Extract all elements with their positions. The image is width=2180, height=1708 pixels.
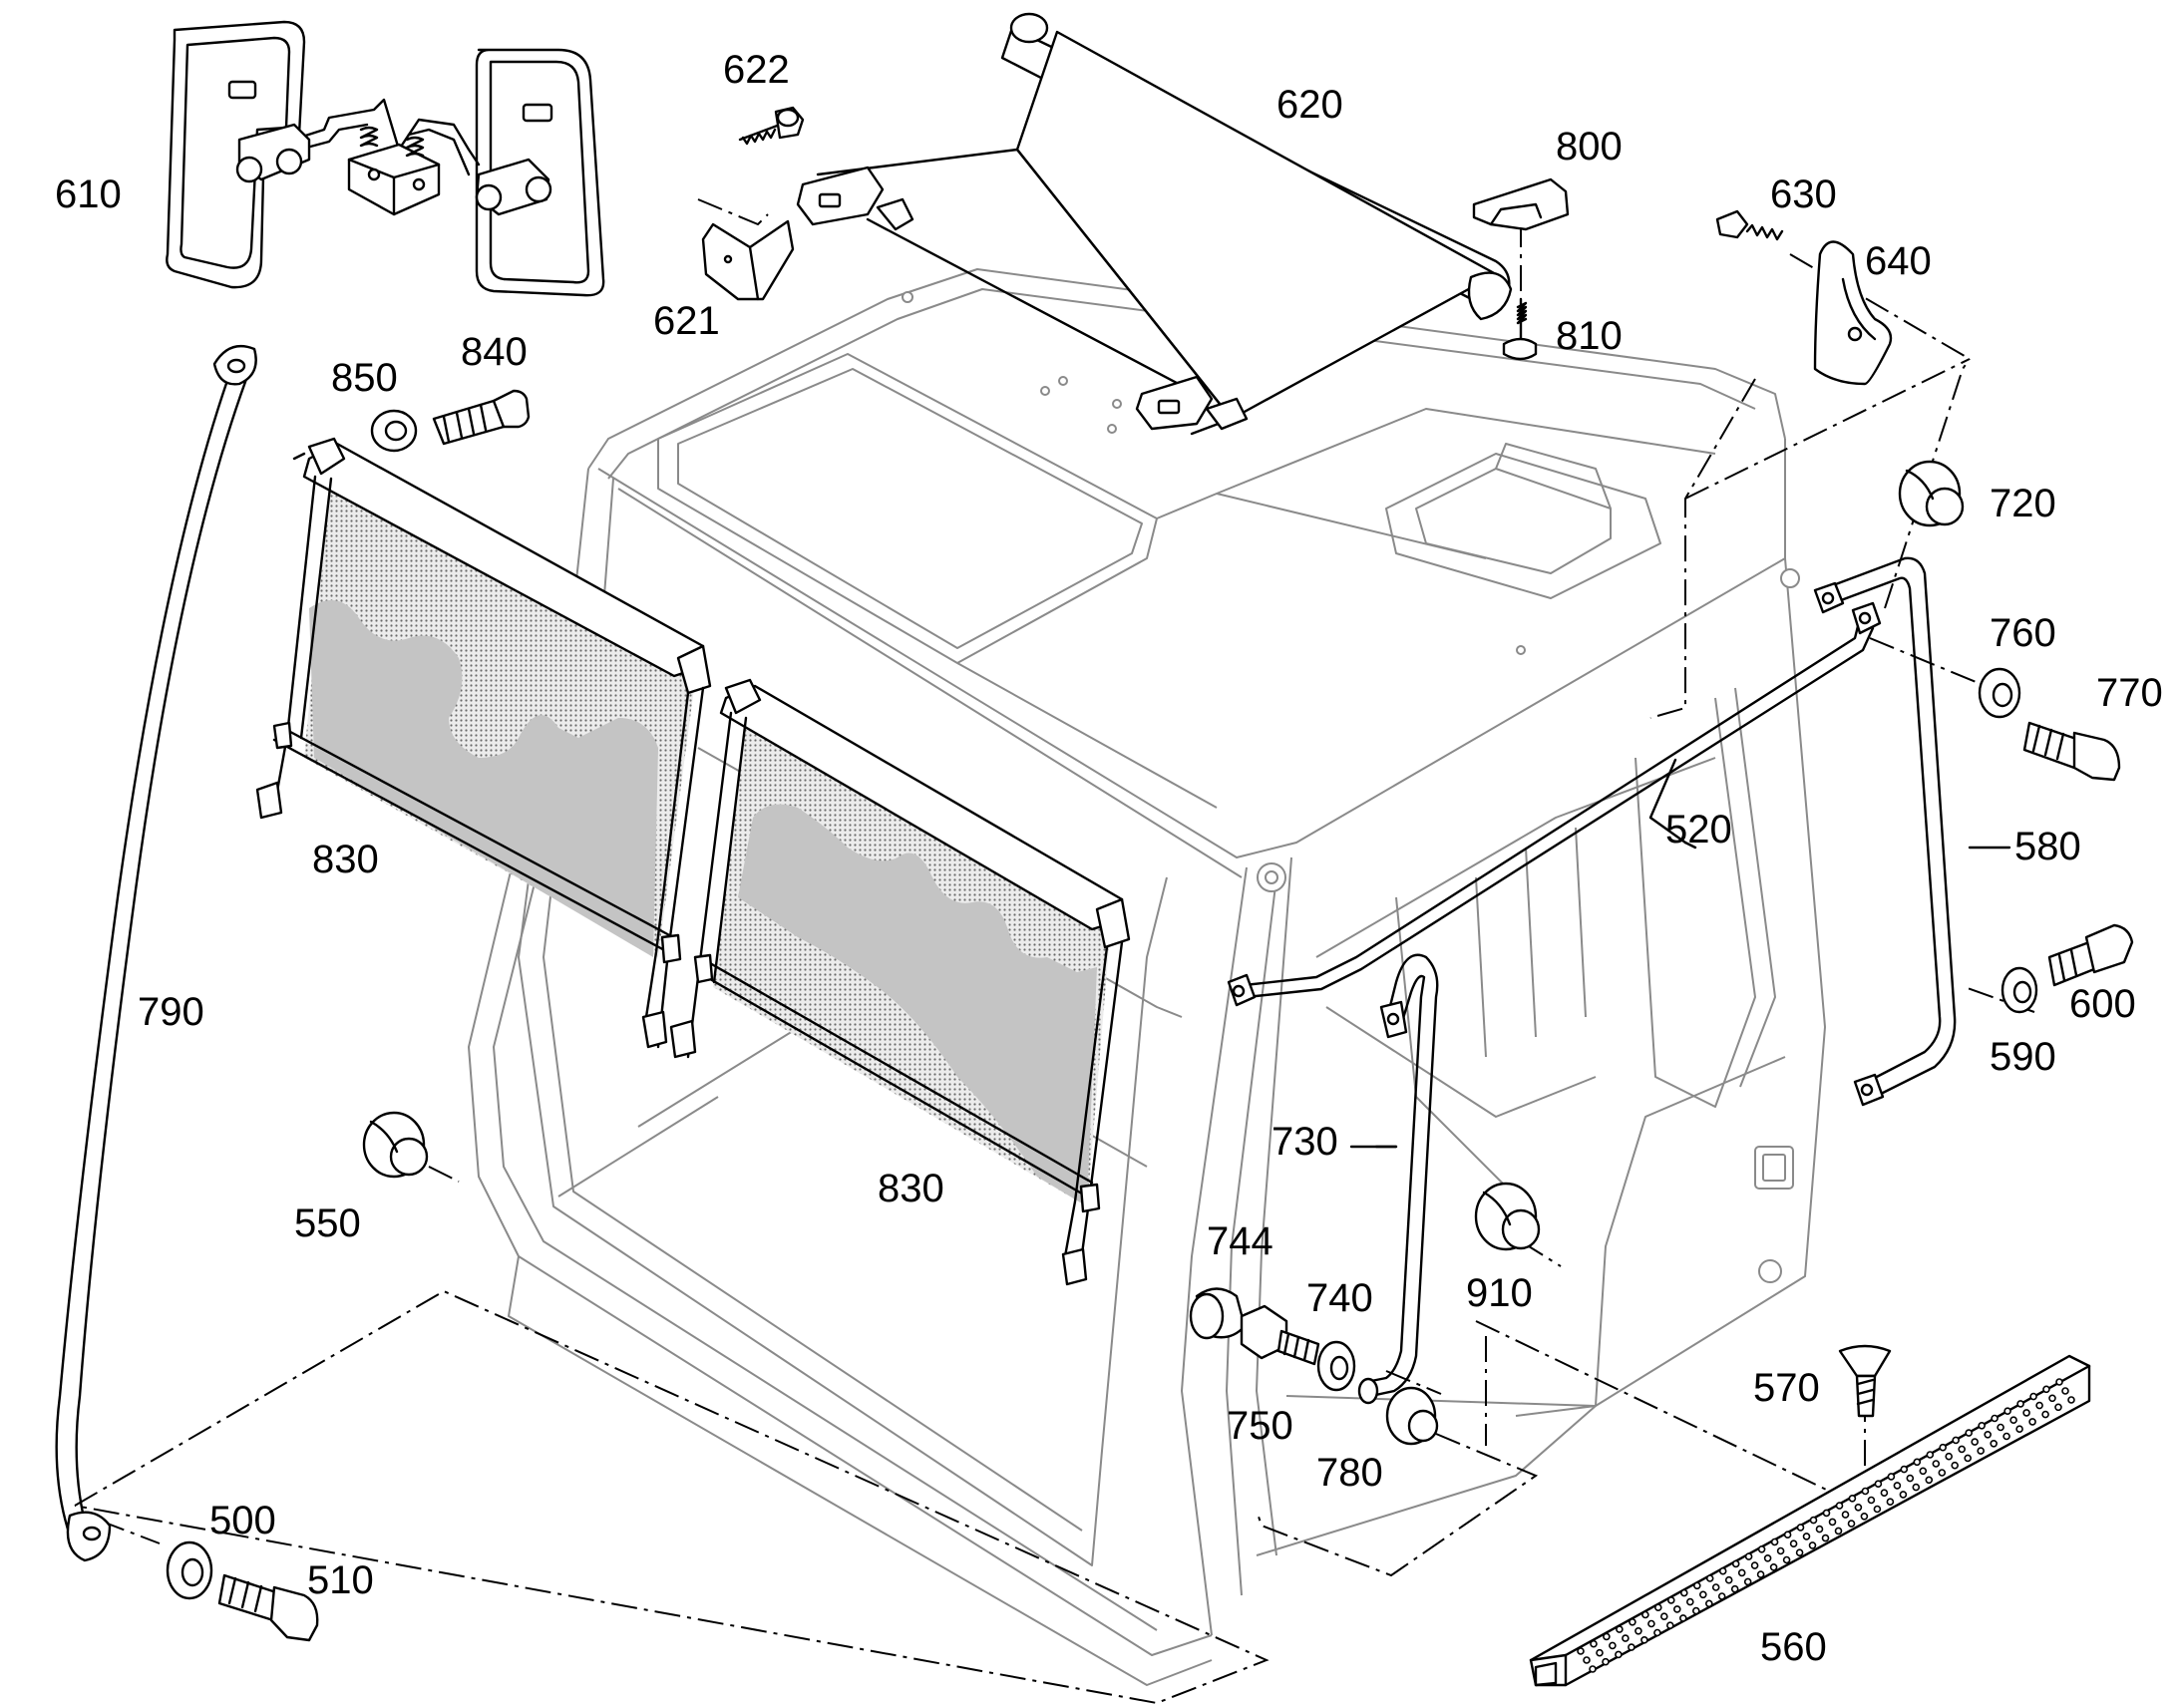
label-790: 790 bbox=[138, 990, 204, 1034]
grommet-550 bbox=[362, 1111, 429, 1179]
label-760: 760 bbox=[1990, 611, 2056, 655]
label-600: 600 bbox=[2069, 982, 2136, 1026]
label-550: 550 bbox=[294, 1201, 361, 1245]
screw-570 bbox=[1838, 1344, 1892, 1418]
handrail-580 bbox=[1813, 556, 1957, 1107]
label-622: 622 bbox=[723, 48, 790, 92]
washer-590 bbox=[2000, 966, 2038, 1014]
label-590: 590 bbox=[1990, 1035, 2056, 1079]
grommet-780 bbox=[1385, 1386, 1439, 1446]
callout-labels: 610 622 620 800 630 640 621 810 850 840 … bbox=[55, 48, 2163, 1669]
washer-850 bbox=[370, 409, 418, 453]
label-leaders bbox=[1349, 758, 2011, 1149]
label-850: 850 bbox=[331, 356, 398, 400]
label-830-lower: 830 bbox=[878, 1167, 944, 1210]
roller-blind-830b bbox=[669, 678, 1131, 1286]
label-620: 620 bbox=[1276, 83, 1343, 127]
washer-760 bbox=[1978, 667, 2021, 719]
sunshade-620 bbox=[796, 12, 1513, 436]
label-910: 910 bbox=[1466, 1271, 1533, 1315]
label-830-upper: 830 bbox=[312, 838, 379, 881]
label-570: 570 bbox=[1753, 1366, 1820, 1410]
washer-750 bbox=[1316, 1340, 1356, 1392]
label-750: 750 bbox=[1227, 1404, 1293, 1448]
label-610: 610 bbox=[55, 172, 122, 216]
cab-body bbox=[468, 268, 1826, 1686]
step-560 bbox=[1529, 1354, 2091, 1687]
label-800: 800 bbox=[1556, 125, 1623, 169]
label-744: 744 bbox=[1207, 1219, 1273, 1263]
mirror-assembly-610 bbox=[166, 20, 605, 297]
handrail-730 bbox=[1357, 953, 1439, 1405]
bolt-840 bbox=[432, 389, 531, 446]
roller-blind-830a bbox=[255, 437, 712, 1049]
label-640: 640 bbox=[1865, 239, 1932, 283]
label-621: 621 bbox=[653, 299, 720, 343]
bolt-770 bbox=[2022, 721, 2121, 782]
label-580: 580 bbox=[2014, 825, 2081, 868]
label-810: 810 bbox=[1556, 314, 1623, 358]
label-630: 630 bbox=[1770, 172, 1837, 216]
label-560: 560 bbox=[1760, 1625, 1827, 1669]
label-770: 770 bbox=[2096, 671, 2163, 715]
label-740: 740 bbox=[1306, 1276, 1373, 1320]
bolt-740 bbox=[1240, 1304, 1320, 1366]
clip-800 bbox=[1472, 177, 1570, 231]
spacer-744 bbox=[1189, 1287, 1247, 1340]
grommet-720 bbox=[1898, 460, 1965, 527]
handrail-790 bbox=[55, 344, 257, 1562]
label-510: 510 bbox=[307, 1558, 374, 1602]
washer-500 bbox=[166, 1540, 213, 1600]
screw-630 bbox=[1715, 209, 1784, 241]
bolt-510 bbox=[217, 1573, 319, 1642]
label-720: 720 bbox=[1990, 482, 2056, 525]
label-520: 520 bbox=[1665, 808, 1732, 852]
screw-810 bbox=[1502, 297, 1538, 361]
bracket-621 bbox=[701, 219, 795, 301]
hook-640 bbox=[1813, 240, 1893, 386]
label-500: 500 bbox=[209, 1499, 276, 1542]
label-780: 780 bbox=[1316, 1451, 1383, 1495]
screw-622 bbox=[738, 106, 805, 146]
handrail-520 bbox=[1227, 601, 1882, 1007]
grommet-910 bbox=[1474, 1182, 1541, 1251]
bolt-600 bbox=[2047, 923, 2134, 987]
label-730: 730 bbox=[1272, 1120, 1338, 1164]
label-840: 840 bbox=[461, 330, 528, 374]
